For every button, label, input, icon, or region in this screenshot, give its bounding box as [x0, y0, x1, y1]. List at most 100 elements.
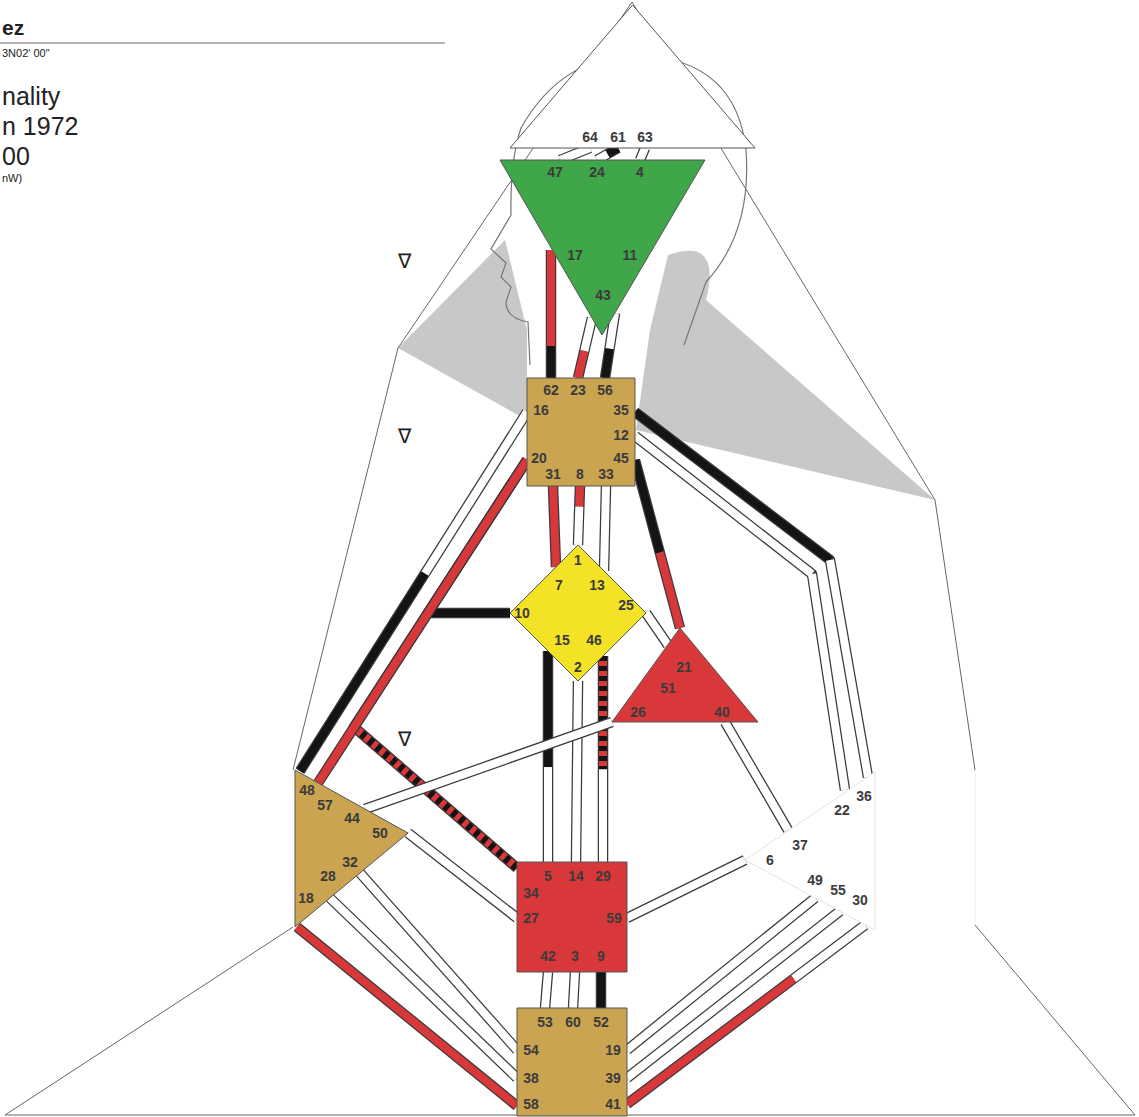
center-outline	[527, 378, 635, 486]
gate-number: 28	[320, 868, 336, 884]
channel-stroke	[553, 486, 556, 567]
gate-number: 5	[544, 868, 552, 884]
channel-stroke	[318, 460, 527, 783]
channel-stroke	[608, 148, 619, 154]
header-text: 00	[2, 142, 30, 171]
channel	[635, 436, 845, 790]
gate-number: 23	[570, 382, 586, 398]
channel-stroke	[545, 972, 548, 1008]
channel-stroke	[604, 486, 606, 571]
channel	[604, 486, 606, 571]
gate-number: 2	[574, 659, 582, 675]
gate-number: 41	[605, 1096, 621, 1112]
gate-number: 13	[589, 577, 605, 593]
channel-outline	[300, 412, 527, 771]
channel-stroke	[635, 436, 812, 574]
channel	[330, 898, 517, 1078]
channel-stroke	[627, 860, 745, 918]
shoulder-left	[398, 240, 527, 420]
channel-stroke	[660, 552, 680, 628]
gate-number: 42	[540, 948, 556, 964]
gate-number: 62	[543, 382, 559, 398]
channel-stroke	[547, 250, 555, 346]
gate-number: 25	[618, 597, 634, 613]
channel-stroke	[599, 656, 607, 769]
channel-outline	[604, 486, 606, 571]
gate-number: 31	[545, 466, 561, 482]
gate-number: 16	[533, 402, 549, 418]
channel	[560, 148, 590, 160]
header-text: nW)	[2, 172, 22, 185]
channel-outline	[646, 613, 668, 645]
gate-number: 35	[613, 402, 629, 418]
channel-outline	[408, 833, 517, 918]
channel-stroke	[576, 681, 578, 862]
gate-number: 18	[298, 890, 314, 906]
header-text: nality	[2, 82, 60, 111]
channel-stroke	[646, 613, 668, 645]
gate-number: 39	[605, 1070, 621, 1086]
channel	[551, 250, 552, 378]
gate-number: 44	[344, 810, 360, 826]
channel-outline	[318, 460, 527, 783]
channel-stroke	[330, 898, 517, 1078]
body-line	[975, 770, 976, 925]
channel-outline	[560, 148, 590, 160]
channel	[646, 613, 668, 645]
underline	[0, 43, 445, 44]
symbol-mark: ∇	[398, 250, 411, 273]
gate-number: 57	[317, 797, 333, 813]
symbol-mark: ∇	[398, 425, 411, 448]
channel-stroke	[365, 722, 612, 809]
channel-stroke	[627, 979, 794, 1104]
gate-number: 64	[582, 129, 598, 145]
channel-stroke	[547, 346, 555, 378]
channel	[578, 486, 580, 545]
gate-number: 14	[568, 868, 584, 884]
gate-number: 21	[676, 659, 692, 675]
channel-outline	[545, 972, 548, 1008]
center-outline	[295, 770, 408, 927]
channel	[635, 460, 680, 628]
channel-stroke	[635, 412, 830, 560]
channel-outline	[330, 898, 517, 1078]
channel-outline	[627, 925, 865, 1104]
channel-stroke	[300, 574, 425, 771]
channel	[576, 681, 578, 862]
channel-stroke	[725, 722, 788, 830]
gate-number: 33	[598, 466, 614, 482]
solar-plexus-center: 3622376495530	[745, 772, 875, 930]
g-center: 1713102515462	[510, 545, 646, 681]
center-outline	[510, 5, 755, 148]
gate-number: 49	[807, 872, 823, 888]
center-outline	[517, 1008, 627, 1116]
gate-number: 12	[613, 427, 629, 443]
channel	[365, 722, 612, 809]
center-outline	[745, 772, 875, 930]
header-text: 3N02' 00"	[2, 47, 50, 60]
channel	[360, 873, 517, 1050]
gate-number: 38	[523, 1070, 539, 1086]
channel-stroke	[575, 486, 584, 507]
ajna-center: 47244171143	[500, 160, 705, 335]
gate-number: 53	[537, 1014, 553, 1030]
channel-stroke	[408, 833, 517, 918]
channel-outline	[543, 651, 554, 862]
channel-outline	[573, 972, 575, 1008]
gate-number: 4	[636, 164, 644, 180]
gate-number: 43	[595, 287, 611, 303]
channel-outline	[360, 873, 517, 1050]
channel	[548, 651, 549, 862]
gate-number: 59	[606, 910, 622, 926]
gate-number: 22	[834, 802, 850, 818]
channel	[300, 412, 527, 771]
channel-stroke	[599, 769, 607, 862]
gate-number: 3	[571, 948, 579, 964]
heart-center: 21512640	[612, 628, 758, 722]
gate-number: 1	[574, 552, 582, 568]
gate-number: 51	[660, 680, 676, 696]
symbol-mark: ∇	[398, 728, 411, 751]
channel-stroke	[599, 656, 607, 769]
gate-number: 19	[605, 1042, 621, 1058]
gate-number: 56	[597, 382, 613, 398]
